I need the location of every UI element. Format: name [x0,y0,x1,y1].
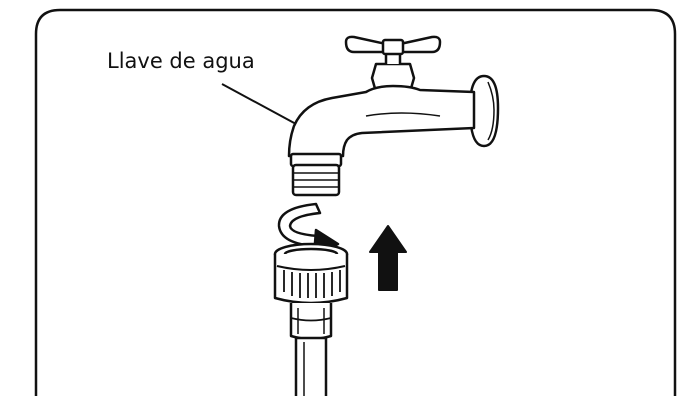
up-arrow-icon [369,225,407,291]
wall-flange [468,74,500,148]
flange-shadow [487,81,495,141]
body-highlight [365,112,441,117]
callout-label: Llave de agua [107,49,255,73]
coupling-grip-ridges [283,270,341,298]
coupling-body [273,254,349,305]
hose [294,336,328,396]
neck-ridge [290,317,332,322]
coupling-band [276,265,346,271]
handle-hub [381,38,405,56]
faucet-body [287,84,476,158]
hose-coupling [273,242,349,396]
leader-line [221,83,297,125]
faucet-icon [287,35,500,197]
diagram-frame [34,8,677,396]
